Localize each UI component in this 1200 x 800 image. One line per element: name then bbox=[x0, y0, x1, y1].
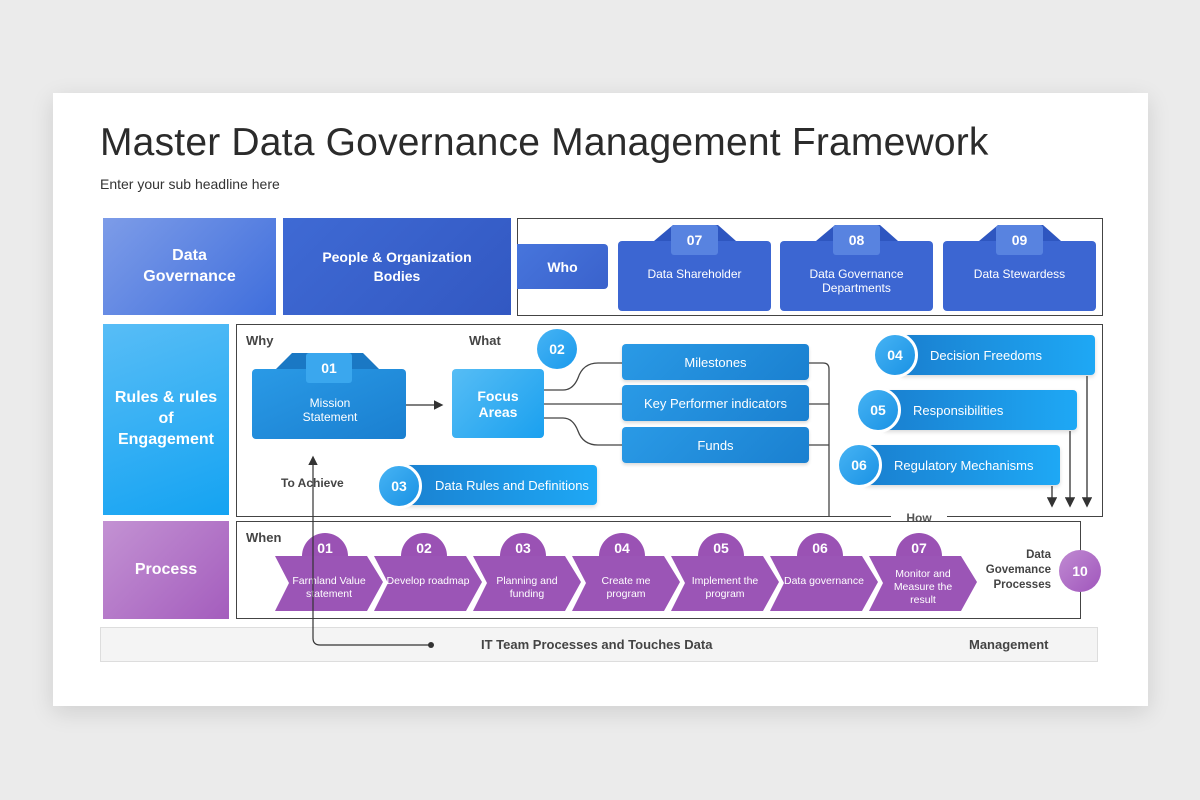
category-rules: Rules & rules of Engagement bbox=[103, 324, 229, 515]
focus-item-text: Key Performer indicators bbox=[643, 395, 788, 411]
process-step-text: Develop roadmap bbox=[386, 575, 470, 587]
mission-card-shape bbox=[252, 353, 406, 439]
process-step-shape bbox=[572, 533, 680, 611]
process-step-number: 07 bbox=[911, 540, 927, 556]
why-label: Why bbox=[246, 333, 274, 348]
focus-number-badge: 02 bbox=[537, 329, 577, 369]
process-step-number: 03 bbox=[515, 540, 531, 556]
who-text: Who bbox=[547, 258, 578, 275]
how-item-number: 05 bbox=[855, 387, 901, 433]
category-label: Data Governance bbox=[143, 246, 236, 285]
how-item-pill: Decision Freedoms bbox=[900, 335, 1095, 375]
footer-bar bbox=[100, 627, 1098, 662]
focus-item: Key Performer indicators bbox=[622, 385, 809, 421]
category-label: Rules & rules of Engagement bbox=[114, 389, 218, 448]
focus-item: Milestones bbox=[622, 344, 809, 380]
process-step-text: Implement the program bbox=[691, 575, 759, 601]
process-step-shape bbox=[770, 533, 878, 611]
who-card-shape bbox=[618, 225, 771, 311]
mission-text: Mission Statement bbox=[302, 396, 358, 424]
who-card-text: Data Shareholder bbox=[647, 267, 742, 281]
category-label: People & Organization Bodies bbox=[322, 249, 472, 284]
data-rules-pill: Data Rules and Definitions bbox=[397, 465, 597, 505]
process-step-number: 05 bbox=[713, 540, 729, 556]
management-label: Management bbox=[969, 637, 1049, 652]
focus-item-text: Funds bbox=[697, 437, 734, 453]
who-card-number: 09 bbox=[1011, 232, 1028, 248]
data-rules-number: 03 bbox=[376, 463, 422, 509]
process-step-text: Planning and funding bbox=[496, 575, 558, 601]
process-step-text: Data governance bbox=[784, 575, 864, 587]
mission-number: 01 bbox=[321, 360, 337, 376]
slide: Master Data Governance Management Framew… bbox=[53, 93, 1148, 706]
category-people-bodies: People & Organization Bodies bbox=[283, 218, 511, 315]
who-label: Who bbox=[517, 244, 608, 289]
who-card-text: Data Governance Departments bbox=[809, 267, 904, 295]
how-item-text: Regulatory Mechanisms bbox=[894, 457, 1034, 473]
category-process: Process bbox=[103, 521, 229, 619]
who-card-shape bbox=[780, 225, 933, 311]
how-item-number: 06 bbox=[836, 442, 882, 488]
who-card-number: 07 bbox=[686, 232, 703, 248]
process-step-number: 01 bbox=[317, 540, 333, 556]
final-process-label: Data Govemance Processes bbox=[985, 549, 1051, 591]
process-step-number: 04 bbox=[614, 540, 630, 556]
to-achieve-label: To Achieve bbox=[281, 476, 344, 490]
how-item-pill: Responsibilities bbox=[883, 390, 1077, 430]
category-data-governance: Data Governance bbox=[103, 218, 276, 315]
how-item-text: Responsibilities bbox=[913, 402, 1004, 418]
process-step-text: Monitor and Measure the result bbox=[893, 568, 953, 607]
final-process-number: 10 bbox=[1059, 550, 1101, 592]
focus-areas-text: Focus Areas bbox=[477, 387, 519, 420]
page-subtitle: Enter your sub headline here bbox=[100, 176, 280, 192]
category-label: Process bbox=[134, 560, 198, 578]
page-title: Master Data Governance Management Framew… bbox=[100, 121, 989, 164]
process-step-shape bbox=[869, 533, 977, 611]
who-card-shape bbox=[943, 225, 1096, 311]
rules-frame bbox=[236, 324, 1103, 517]
focus-item: Funds bbox=[622, 427, 809, 463]
it-team-label: IT Team Processes and Touches Data bbox=[481, 637, 713, 652]
process-step-shape bbox=[671, 533, 779, 611]
how-item-pill: Regulatory Mechanisms bbox=[864, 445, 1060, 485]
when-label: When bbox=[246, 530, 282, 545]
who-card-number: 08 bbox=[848, 232, 865, 248]
process-step-number: 06 bbox=[812, 540, 828, 556]
how-item-number: 04 bbox=[872, 332, 918, 378]
focus-areas-box: Focus Areas bbox=[452, 369, 544, 438]
who-card-text: Data Stewardess bbox=[973, 267, 1066, 281]
what-label: What bbox=[469, 333, 501, 348]
focus-item-text: Milestones bbox=[684, 354, 747, 370]
process-step-number: 02 bbox=[416, 540, 432, 556]
process-step-text: Create me program bbox=[601, 575, 651, 601]
how-item-text: Decision Freedoms bbox=[930, 347, 1042, 363]
process-step-text: Farmland Value statement bbox=[292, 575, 366, 601]
process-step-shape bbox=[473, 533, 581, 611]
data-rules-text: Data Rules and Definitions bbox=[435, 477, 589, 493]
